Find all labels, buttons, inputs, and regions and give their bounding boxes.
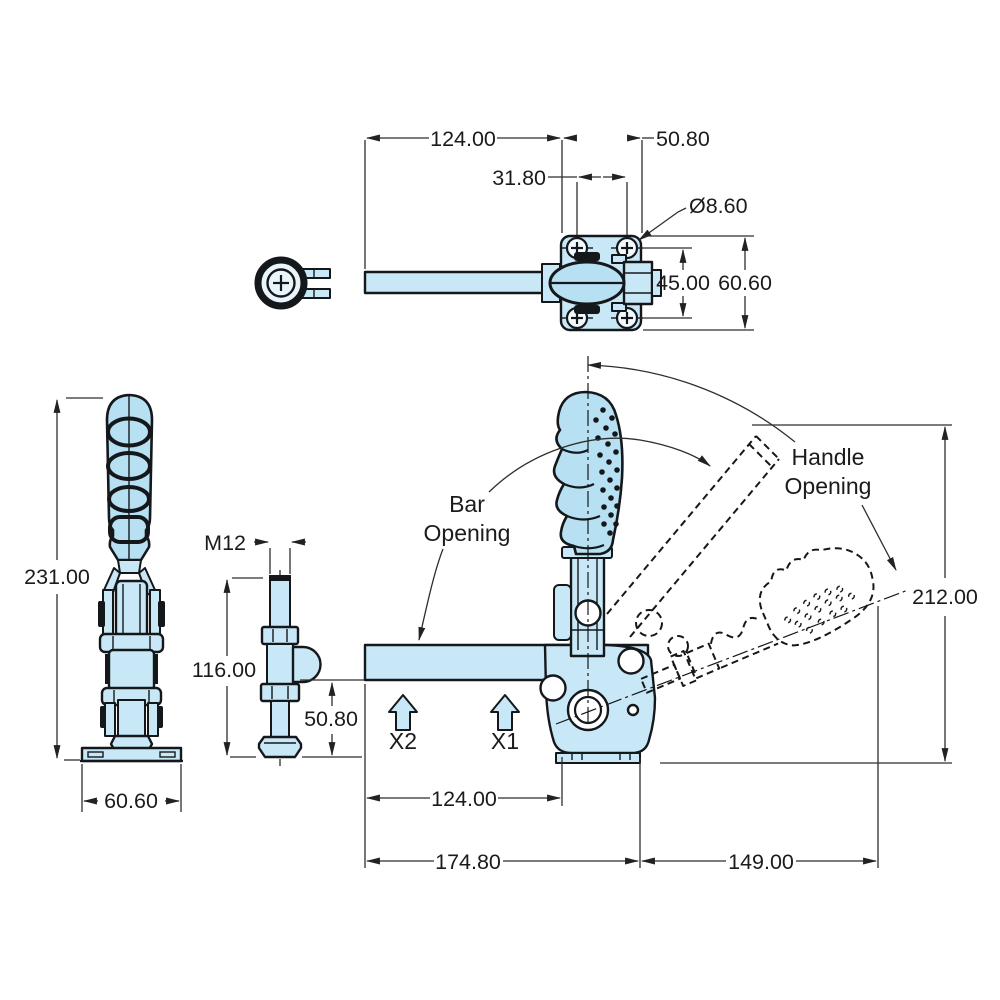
opening-annotations: Bar Opening Handle Opening — [418, 361, 897, 642]
label-x2: X2 — [389, 728, 417, 754]
spindle-nut-upper — [260, 625, 300, 646]
front-view: 231.00 60.60 — [24, 393, 183, 813]
handle-opening-leader — [861, 504, 897, 571]
pad-top — [574, 252, 600, 261]
spindle-view: M12 116.00 50.80 — [192, 531, 368, 766]
dim-hole-diameter: Ø8.60 — [689, 194, 748, 218]
side-view-dimensions: 124.00 174.80 149.00 212.00 — [364, 424, 978, 874]
side-view: X2 X1 Bar Opening Handle Opening 124.00 … — [363, 356, 978, 874]
pad-bottom — [574, 305, 600, 314]
dim-plate-width-top: 60.60 — [718, 271, 772, 295]
label-x1: X1 — [491, 728, 519, 754]
dim-open-height: 212.00 — [912, 585, 978, 609]
dim-hole-spacing-x: 31.80 — [492, 166, 546, 190]
step-top — [611, 254, 627, 264]
clamp-body-front — [98, 579, 165, 755]
bar-pin-hole — [539, 674, 567, 702]
spindle-nut-lower — [259, 682, 301, 703]
bar-opening-leader — [418, 548, 444, 642]
handle-grip-top — [548, 260, 626, 306]
open-lever-dashed — [606, 435, 780, 657]
spindle-foot-top — [254, 256, 331, 310]
grip-dots — [593, 407, 620, 536]
small-hole — [626, 703, 640, 717]
dim-bar-to-center-top: 124.00 — [430, 127, 496, 151]
bar-opening-arc — [488, 437, 711, 493]
clamp-bar-top — [363, 270, 557, 295]
spindle-flange — [291, 645, 322, 684]
top-view-dimensions: 124.00 50.80 31.80 Ø8.60 45.00 60.60 — [364, 127, 772, 331]
dim-hole-spacing-y: 45.00 — [656, 271, 710, 295]
spindle-rubber-tip — [257, 735, 303, 759]
spindle-dimensions: M12 116.00 50.80 — [192, 531, 368, 758]
dim-spindle-lower-length: 50.80 — [304, 707, 358, 731]
dim-thread: M12 — [204, 531, 246, 555]
label-handle-opening-1: Handle — [792, 444, 865, 470]
handle-neck-front — [117, 559, 142, 574]
base-foot-side — [555, 752, 641, 764]
spindle-rod-upper — [269, 577, 291, 629]
up-arrow-icon — [490, 694, 520, 731]
label-bar-opening-2: Opening — [424, 520, 511, 546]
front-view-dimensions: 231.00 60.60 — [24, 397, 182, 813]
label-bar-opening-1: Bar — [449, 491, 485, 517]
open-centerline — [555, 589, 909, 725]
pressure-arrows: X2 X1 — [388, 694, 520, 754]
open-handle-dashed — [640, 547, 875, 694]
dim-handle-reach: 149.00 — [728, 850, 794, 874]
up-arrow-icon — [388, 694, 418, 731]
dim-total-height: 231.00 — [24, 565, 90, 589]
dim-center-to-edge-top: 50.80 — [656, 127, 710, 151]
label-handle-opening-2: Opening — [785, 473, 872, 499]
dim-spindle-length: 116.00 — [192, 658, 256, 682]
rear-pin-hole — [617, 647, 645, 675]
top-view: 124.00 50.80 31.80 Ø8.60 45.00 60.60 — [254, 127, 772, 332]
step-bottom — [611, 302, 627, 312]
dim-base-length: 174.80 — [435, 850, 501, 874]
dim-base-width: 60.60 — [104, 789, 158, 813]
dim-bar-to-pivot: 124.00 — [431, 787, 497, 811]
open-grip-dots — [784, 585, 855, 634]
latch-plate — [553, 584, 572, 641]
base-flange-front — [80, 746, 183, 763]
